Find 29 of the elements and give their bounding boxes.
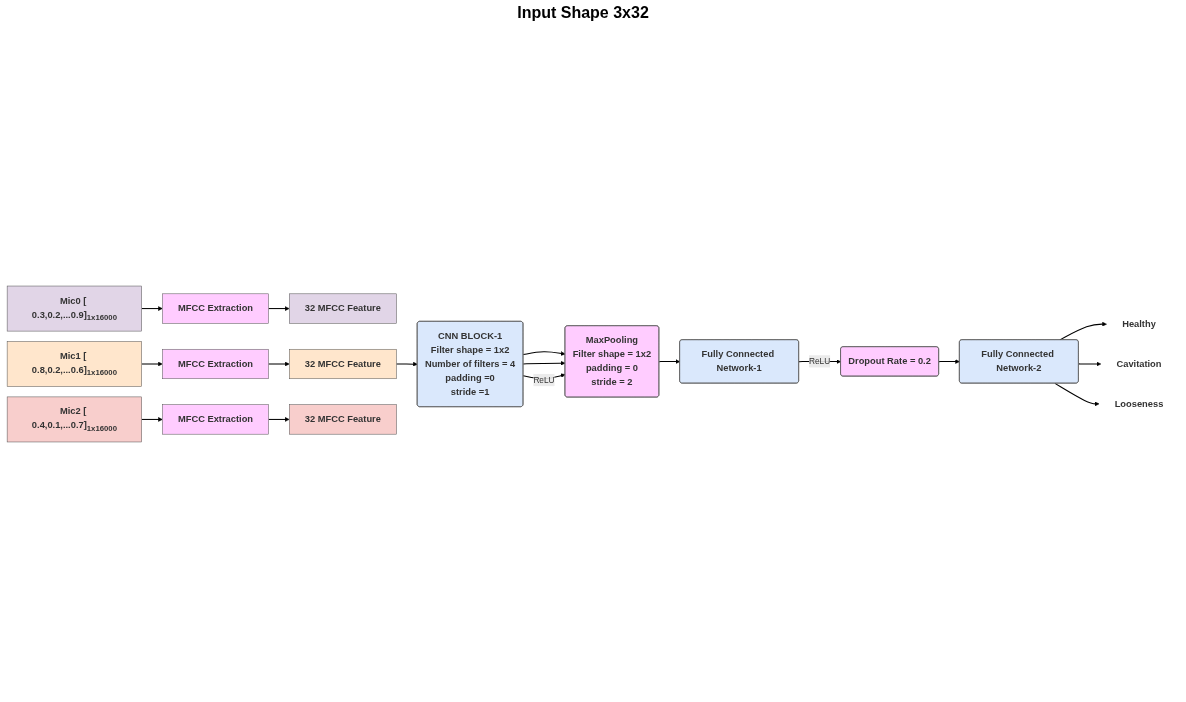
arrow bbox=[522, 360, 566, 366]
arrow bbox=[395, 361, 418, 367]
node-box: Mic0 [ 0.3,0.2,...0.9]$_{1x16000}$ bbox=[6, 285, 142, 332]
arrow bbox=[1078, 361, 1102, 367]
arrow bbox=[938, 359, 960, 364]
arrow bbox=[141, 306, 163, 311]
arrow bbox=[1054, 382, 1100, 407]
node-text: Looseness bbox=[1114, 398, 1164, 409]
node-text: Healthy bbox=[1122, 318, 1156, 330]
arrow bbox=[141, 361, 163, 367]
arrow bbox=[658, 359, 681, 364]
arrow bbox=[522, 351, 566, 356]
arrow bbox=[268, 417, 290, 422]
edge-label: ReLU bbox=[809, 356, 831, 366]
arrow bbox=[268, 361, 290, 367]
arrow bbox=[1059, 321, 1107, 341]
arrow bbox=[268, 306, 290, 311]
node-text: Cavitation bbox=[1116, 358, 1162, 369]
node-box: MFCC Extraction bbox=[162, 349, 269, 379]
arrow bbox=[141, 417, 163, 422]
node-box: 32 MFCC Feature bbox=[289, 404, 397, 435]
node-box: Mic1 [ 0.8,0.2,...0.6]$_{1x16000}$ bbox=[6, 341, 142, 387]
node-box: 32 MFCC Feature bbox=[289, 349, 397, 379]
node-box: MFCC Extraction bbox=[162, 404, 269, 435]
node-box: MFCC Extraction bbox=[162, 293, 269, 324]
node-box: 32 MFCC Feature bbox=[289, 293, 397, 324]
node-box: Mic2 [ 0.4,0.1,...0.7]$_{1x16000}$ bbox=[6, 396, 142, 443]
note-text: Input Shape 3x32 bbox=[517, 4, 649, 21]
edge-label: ReLU bbox=[533, 375, 555, 385]
